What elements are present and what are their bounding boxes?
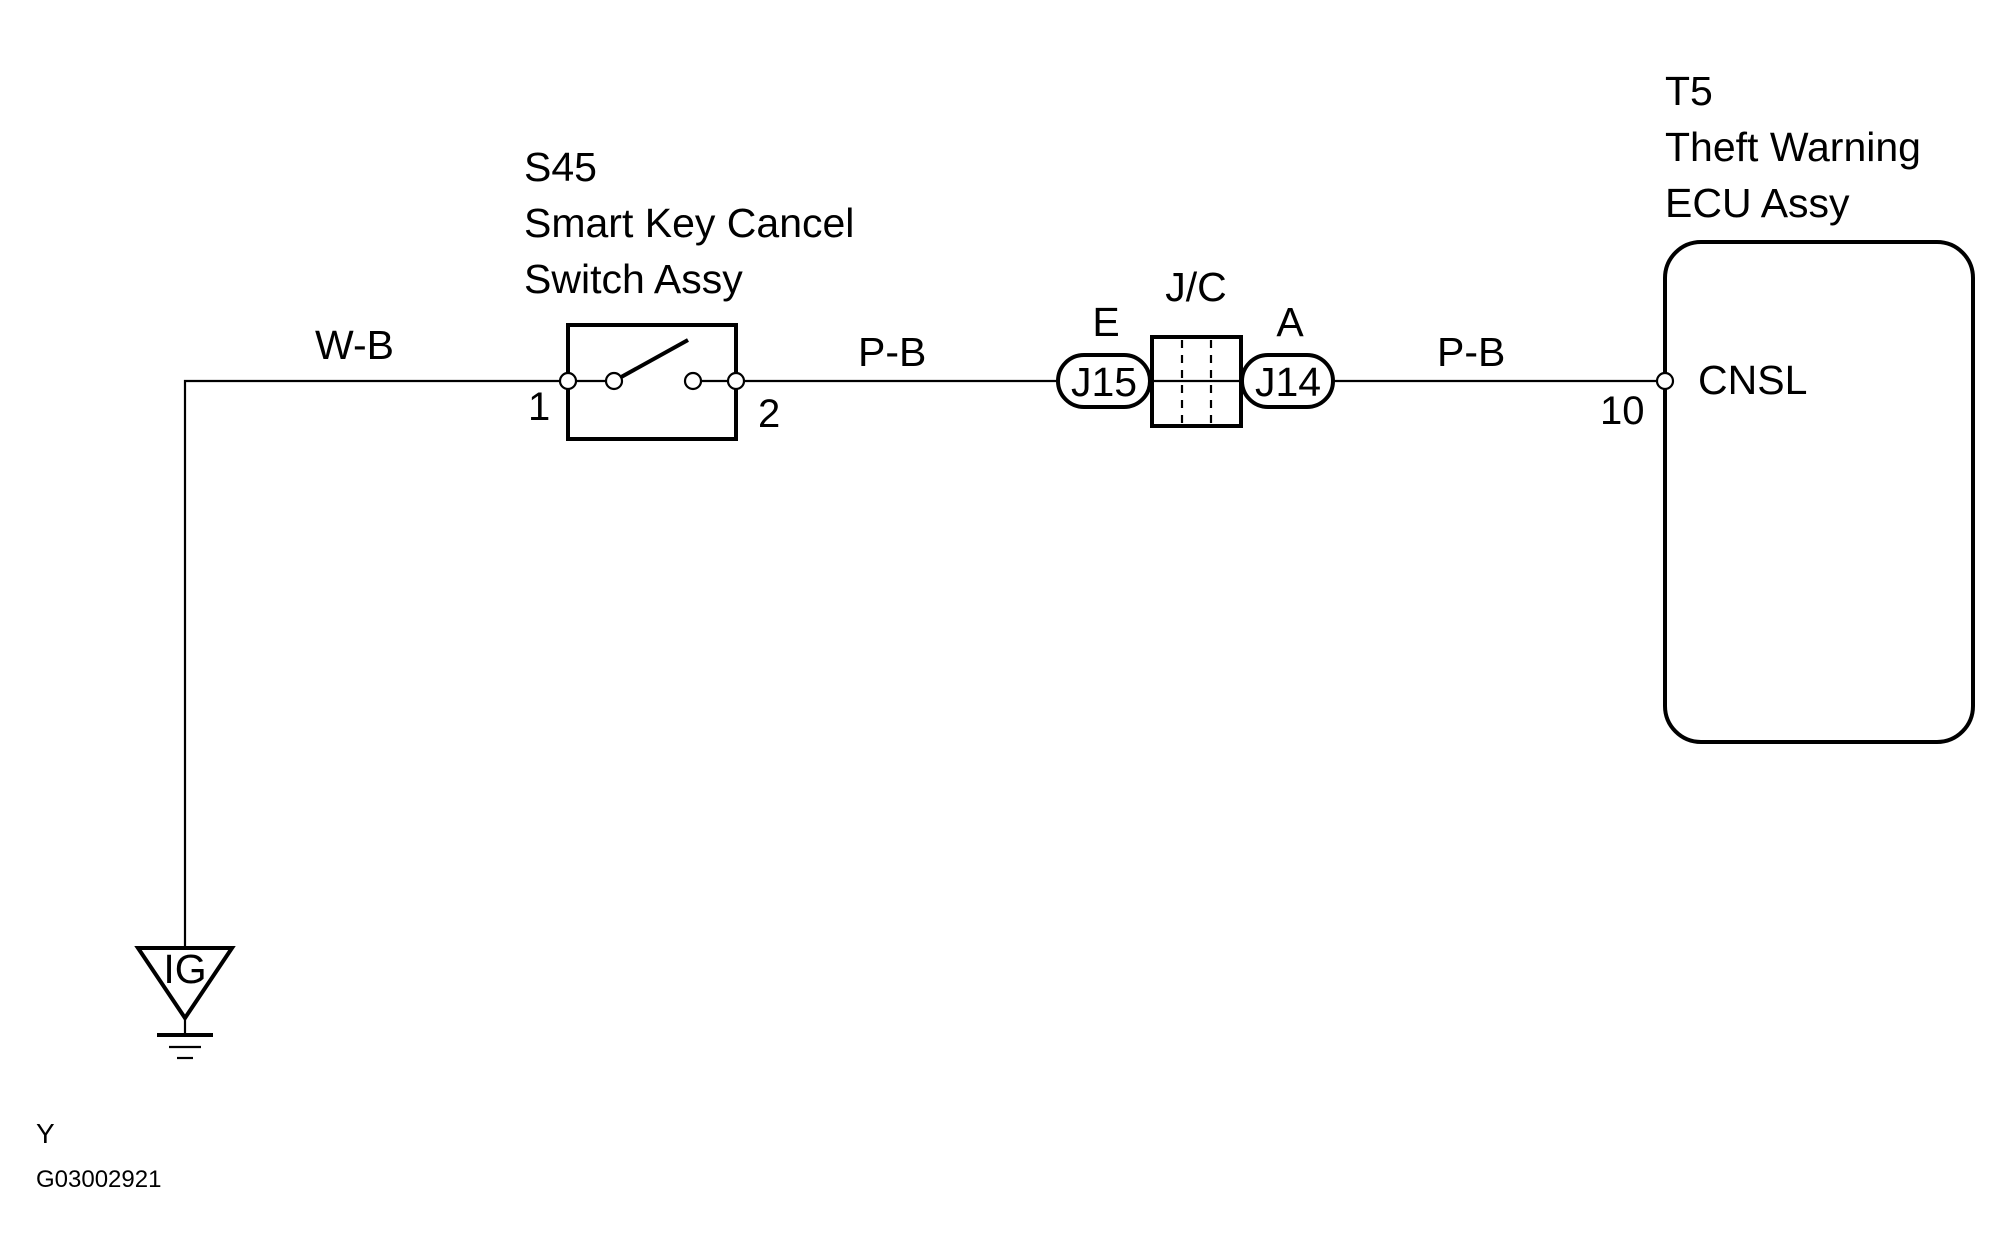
switch-pin1-label: 1 [528, 385, 550, 429]
junction-connector [1056, 335, 1335, 428]
jc-right-pill [1240, 353, 1335, 409]
switch-pin2-label: 2 [758, 392, 780, 436]
ecu-pin10-node [1655, 371, 1675, 391]
ecu-name-line2: ECU Assy [1665, 180, 1850, 226]
ecu-name-line1: Theft Warning [1665, 124, 1921, 170]
switch-pin2-node [726, 371, 746, 391]
jc-right-connector-label: J14 [1255, 359, 1321, 405]
switch-contact-arm [613, 338, 689, 383]
wire-label-p-b-right: P-B [1437, 329, 1505, 375]
ecu-terminal-label: CNSL [1698, 357, 1807, 403]
wire-label-p-b-left: P-B [858, 329, 926, 375]
jc-left-connector-label: J15 [1071, 359, 1137, 405]
jc-left-letter: E [1092, 299, 1119, 345]
ground-symbol: IG [134, 946, 236, 1060]
switch-s45 [558, 323, 746, 441]
ecu-id: T5 [1665, 68, 1713, 114]
ecu-pin-label: 10 [1600, 389, 1645, 433]
ecu-body [1663, 240, 1975, 744]
figure-id: G03002921 [36, 1166, 161, 1193]
footer-code: Y [36, 1118, 55, 1149]
ground-label: IG [163, 946, 206, 992]
switch-name-line1: Smart Key Cancel [524, 200, 854, 246]
wire-label-w-b: W-B [315, 322, 394, 368]
switch-name-line2: Switch Assy [524, 256, 743, 302]
switch-id: S45 [524, 144, 597, 190]
jc-name: J/C [1165, 264, 1227, 310]
switch-pin1-node [558, 371, 578, 391]
wire-ground-to-switch [183, 379, 568, 950]
jc-right-letter: A [1276, 299, 1304, 345]
